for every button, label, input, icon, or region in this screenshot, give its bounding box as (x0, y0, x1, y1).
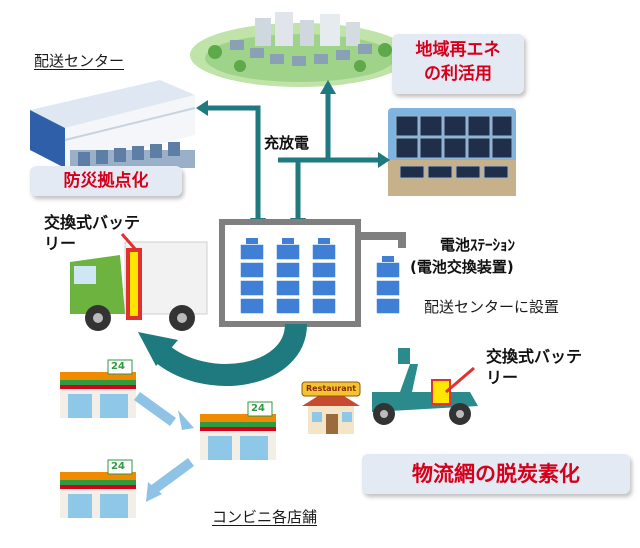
local-renewable-text: 地域再エネ の利活用 (415, 40, 501, 84)
disaster-base-callout: 防災拠点化 (30, 166, 182, 196)
distribution-center-building (30, 80, 196, 168)
convenience-store-icons (60, 359, 276, 518)
disaster-base-text: 防災拠点化 (63, 171, 149, 191)
battery-station-title: 電池ｽﾃｰｼｮﾝ (440, 236, 516, 254)
store-sign-2: 24 (251, 403, 265, 414)
renewable-town-illustration (190, 12, 410, 87)
solar-panel-photo (388, 108, 516, 196)
decarbonization-callout: 物流網の脱炭素化 (362, 454, 630, 494)
store-sign-1: 24 (111, 361, 125, 372)
distribution-center-label: 配送センター (34, 52, 125, 70)
charge-discharge-arrows (204, 90, 380, 222)
restaurant-icon (301, 381, 361, 434)
delivery-truck (70, 241, 208, 331)
scooter-swap-battery-label: 交換式バッテ リー (486, 347, 583, 387)
charge-discharge-label: 充放電 (264, 134, 310, 152)
truck-battery-pointer (120, 233, 138, 251)
installed-at-center-label: 配送センターに設置 (424, 298, 560, 316)
restaurant-sign: Restaurant (306, 384, 357, 393)
decarbonization-text: 物流網の脱炭素化 (412, 462, 580, 486)
store-sign-3: 24 (111, 461, 125, 472)
battery-station-subtitle: (電池交換装置) (410, 258, 514, 276)
store-route-arrows (134, 392, 194, 502)
convenience-stores-label: コンビニ各店舗 (212, 508, 318, 526)
electric-scooter (372, 348, 478, 425)
arrow-heads (196, 80, 390, 232)
battery-station (219, 219, 406, 327)
truck-swap-battery-label: 交換式バッテ リー (44, 213, 141, 253)
local-renewable-callout: 地域再エネ の利活用 (392, 34, 524, 94)
station-to-truck-arrow (152, 322, 307, 386)
